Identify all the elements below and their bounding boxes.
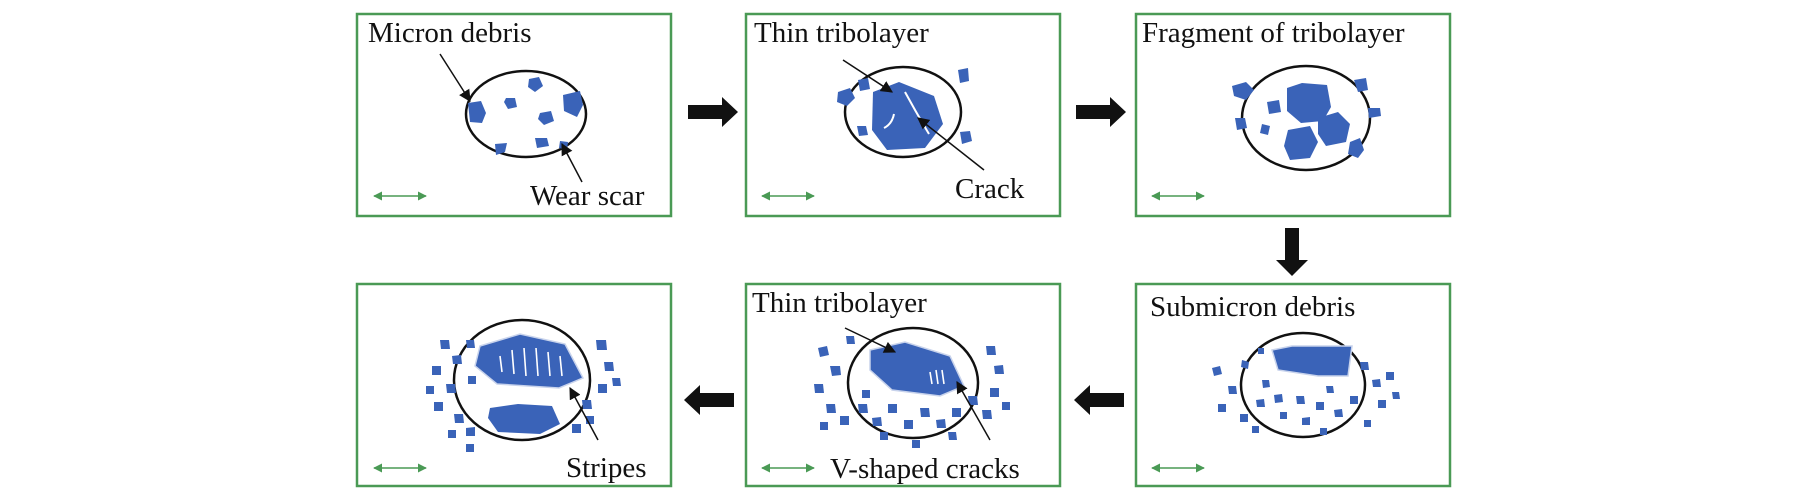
debris-particles [814,336,1010,448]
flow-arrow-left [684,385,734,415]
leader-v-shaped-cracks [956,380,991,441]
flow-arrow-down [1276,228,1308,276]
tribolayer-patch [872,82,943,150]
panel-thin-tribolayer-crack: Thin tribolayer Crack [744,12,1062,218]
wear-scar-outline [1239,331,1367,439]
tribolayer-patch [869,341,966,397]
panel-frame [1134,12,1452,218]
leader-wear-scar [561,142,583,183]
v-shaped-crack-lines [929,369,945,385]
panel-frame [355,282,673,488]
panel-micron-debris: Micron debris Wear scar [355,12,673,218]
panel-frame [355,12,673,218]
leader-thin-tribolayer [844,327,897,353]
panel-stripes: Stripes [355,282,673,488]
debris-particles [1232,78,1381,158]
flow-arrow-left [1074,385,1124,415]
label-thin-tribolayer: Thin tribolayer [754,17,929,49]
tribolayer-fragment [488,404,560,434]
panel-frame [744,12,1062,218]
label-submicron-debris: Submicron debris [1150,291,1355,323]
label-thin-tribolayer: Thin tribolayer [752,287,927,319]
label-v-shaped-cracks: V-shaped cracks [830,453,1020,485]
leader-micron-debris [439,53,471,103]
tribolayer-fragments [1267,83,1350,160]
wear-scar-outline [846,326,980,440]
label-stripes: Stripes [566,452,647,484]
label-fragment-of-tribolayer: Fragment of tribolayer [1142,17,1405,49]
tribolayer-patch [1271,345,1353,377]
panel-submicron-debris: Submicron debris [1134,282,1452,488]
submicron-debris-particles [1212,348,1400,435]
wear-scar-outline [464,69,588,159]
leader-thin-tribolayer [842,59,894,93]
wear-scar-outline [452,318,592,442]
leader-crack [917,117,985,171]
debris-particles [426,340,621,452]
label-crack: Crack [955,173,1025,205]
panel-frame [744,282,1062,488]
crack-line [904,91,930,135]
tribolayer-patch [474,333,585,389]
panel-thin-tribolayer-v-cracks: Thin tribolayer V-shaped cracks [744,282,1062,488]
debris-particles [837,68,972,144]
label-wear-scar: Wear scar [530,180,645,212]
flow-arrow-right [1076,97,1126,127]
label-micron-debris: Micron debris [368,17,532,49]
crack-line [883,113,895,129]
wear-scar-outline [843,65,963,159]
leader-stripes [569,386,599,441]
panel-frame [1134,282,1452,488]
stripe-lines [499,347,563,377]
flow-arrow-right [688,97,738,127]
micron-debris-particles [468,77,583,155]
panel-fragment-of-tribolayer: Fragment of tribolayer [1134,12,1452,218]
